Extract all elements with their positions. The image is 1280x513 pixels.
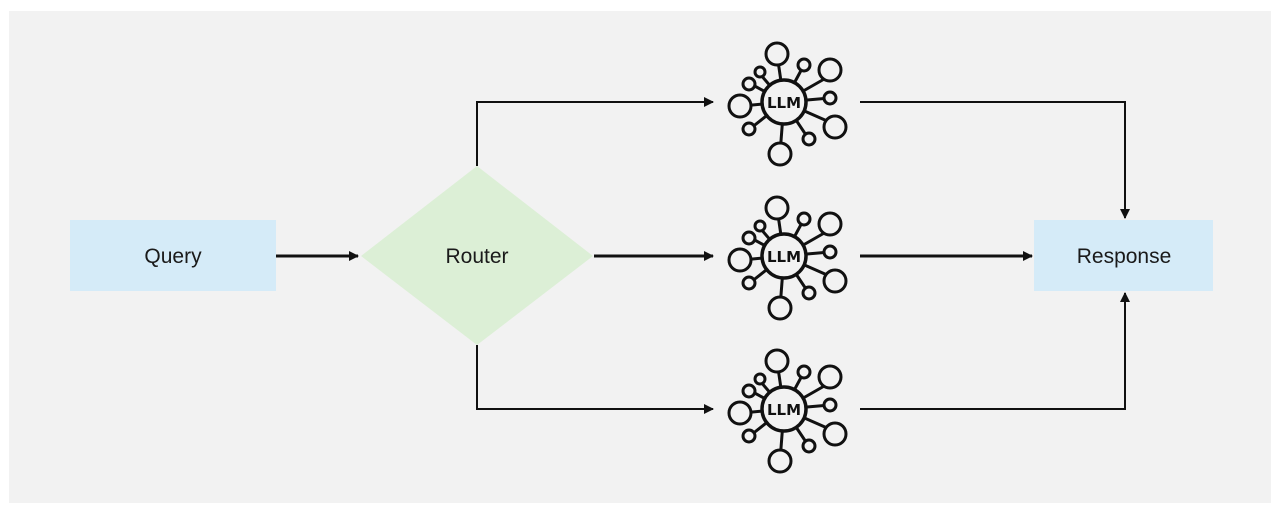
arrow-router-to-llm-bottom [476, 345, 714, 414]
arrow-router-to-llm-top [476, 97, 714, 166]
query-label: Query [144, 245, 202, 268]
llm-network-icon: LLM [727, 41, 848, 167]
arrow-llm-bottom-to-response [860, 292, 1130, 410]
router-diamond [361, 166, 593, 345]
llm-network-icon: LLM [727, 195, 848, 321]
llm-label: LLM [767, 401, 801, 419]
query-box [70, 220, 276, 291]
llm-label: LLM [767, 94, 801, 112]
llm-network-icon: LLM [727, 348, 848, 474]
arrow-llm-top-to-response [860, 101, 1130, 219]
response-box [1034, 220, 1213, 291]
llm-label: LLM [767, 248, 801, 266]
response-label: Response [1077, 245, 1172, 268]
router-label: Router [445, 245, 508, 268]
